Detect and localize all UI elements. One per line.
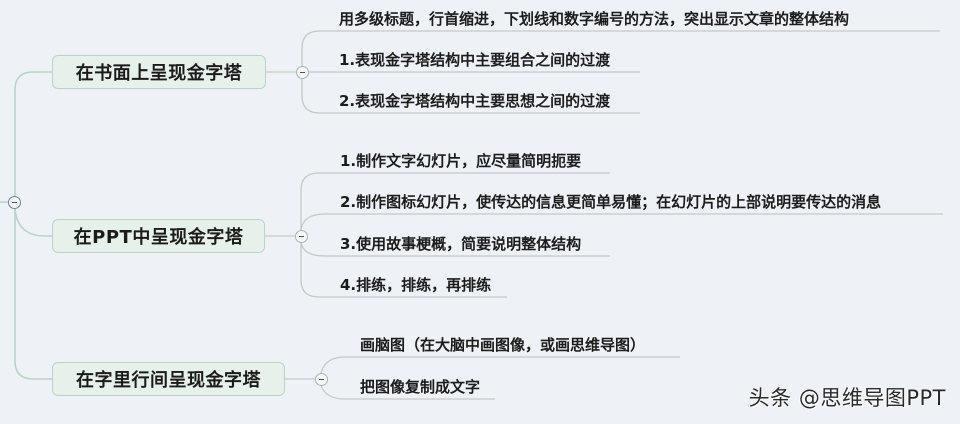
leaf-item[interactable]: 画脑图（在大脑中画图像，或画思维导图） (360, 336, 646, 354)
leaf-item[interactable]: 把图像复制成文字 (360, 378, 481, 396)
leaf-item[interactable]: 用多级标题，行首缩进，下划线和数字编号的方法，突出显示文章的整体结构 (339, 10, 850, 28)
root-collapse-button[interactable] (8, 196, 21, 209)
topic-label: 在书面上呈现金字塔 (75, 63, 243, 84)
topic-between-lines-pyramid[interactable]: 在字里行间呈现金字塔 (52, 362, 285, 396)
leaf-item[interactable]: 3.使用故事梗概，简要说明整体结构 (340, 235, 582, 253)
topic-3-collapse-button[interactable] (315, 373, 328, 386)
leaf-item[interactable]: 1.表现金字塔结构中主要组合之间的过渡 (339, 51, 611, 69)
leaf-item[interactable]: 4.排练，排练，再排练 (340, 276, 492, 294)
topic-label: 在字里行间呈现金字塔 (76, 370, 261, 391)
leaf-item[interactable]: 2.表现金字塔结构中主要思想之间的过渡 (339, 92, 611, 110)
topic-2-collapse-button[interactable] (295, 230, 308, 243)
topic-written-pyramid[interactable]: 在书面上呈现金字塔 (52, 55, 266, 89)
leaf-item[interactable]: 2.制作图标幻灯片，使传达的信息更简单易懂；在幻灯片的上部说明要传达的消息 (340, 193, 882, 211)
watermark-text: 头条 @思维导图PPT (748, 386, 946, 410)
topic-label: 在PPT中呈现金字塔 (73, 227, 244, 248)
topic-1-collapse-button[interactable] (296, 66, 309, 79)
topic-ppt-pyramid[interactable]: 在PPT中呈现金字塔 (52, 219, 265, 253)
leaf-item[interactable]: 1.制作文字幻灯片，应尽量简明扼要 (340, 152, 582, 170)
